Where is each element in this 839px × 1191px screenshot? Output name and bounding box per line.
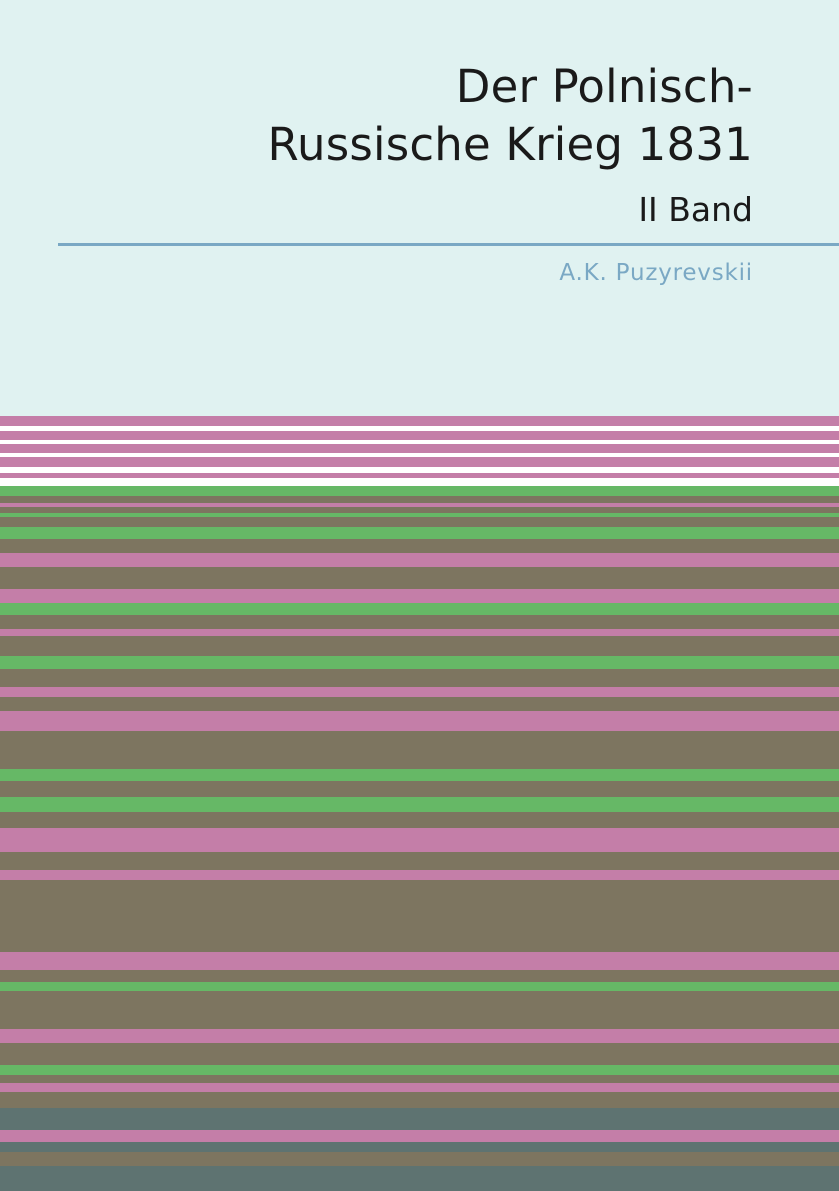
- stripe-olive: [0, 615, 839, 629]
- stripe-olive: [0, 669, 839, 687]
- stripe-green: [0, 486, 839, 496]
- stripe-pink: [0, 444, 839, 453]
- stripe-olive: [0, 991, 839, 1029]
- book-title: Der Polnisch- Russische Krieg 1831: [268, 58, 753, 174]
- stripe-green: [0, 769, 839, 781]
- stripe-white: [0, 453, 839, 457]
- stripe-pink: [0, 416, 839, 426]
- stripe-pink: [0, 629, 839, 636]
- stripe-green: [0, 797, 839, 812]
- stripe-white: [0, 478, 839, 486]
- stripe-olive: [0, 507, 839, 513]
- stripe-slate: [0, 1142, 839, 1152]
- stripe-pink: [0, 457, 839, 467]
- stripe-slate: [0, 1166, 839, 1191]
- stripe-olive: [0, 517, 839, 527]
- stripe-olive: [0, 539, 839, 553]
- stripe-pink: [0, 1130, 839, 1142]
- volume-subtitle: II Band: [638, 190, 753, 229]
- stripe-olive: [0, 496, 839, 503]
- stripe-pattern: [0, 416, 839, 1191]
- stripe-pink: [0, 952, 839, 970]
- stripe-green: [0, 513, 839, 517]
- stripe-olive: [0, 1092, 839, 1108]
- stripe-pink: [0, 431, 839, 440]
- stripe-olive: [0, 567, 839, 589]
- stripe-pink: [0, 473, 839, 478]
- stripe-pink: [0, 503, 839, 507]
- stripe-green: [0, 1065, 839, 1075]
- stripe-olive: [0, 1152, 839, 1166]
- stripe-white: [0, 440, 839, 444]
- stripe-olive: [0, 731, 839, 769]
- stripe-pink: [0, 589, 839, 603]
- stripe-pink: [0, 1083, 839, 1092]
- divider-rule: [58, 243, 839, 246]
- title-line-1: Der Polnisch-: [455, 60, 753, 113]
- stripe-olive: [0, 970, 839, 982]
- stripe-slate: [0, 1108, 839, 1130]
- stripe-olive: [0, 1075, 839, 1083]
- stripe-pink: [0, 711, 839, 731]
- stripe-green: [0, 982, 839, 991]
- stripe-green: [0, 656, 839, 669]
- stripe-olive: [0, 781, 839, 797]
- stripe-olive: [0, 812, 839, 828]
- stripe-pink: [0, 687, 839, 697]
- stripe-white: [0, 467, 839, 473]
- stripe-olive: [0, 636, 839, 656]
- author-name: A.K. Puzyrevskii: [559, 260, 753, 286]
- stripe-pink: [0, 870, 839, 880]
- title-line-2: Russische Krieg 1831: [267, 118, 753, 171]
- stripe-olive: [0, 852, 839, 870]
- stripe-white: [0, 426, 839, 431]
- stripe-olive: [0, 1043, 839, 1065]
- stripe-pink: [0, 1029, 839, 1043]
- stripe-green: [0, 603, 839, 615]
- stripe-olive: [0, 697, 839, 711]
- stripe-olive: [0, 880, 839, 952]
- stripe-pink: [0, 828, 839, 852]
- stripe-green: [0, 527, 839, 539]
- stripe-pink: [0, 553, 839, 567]
